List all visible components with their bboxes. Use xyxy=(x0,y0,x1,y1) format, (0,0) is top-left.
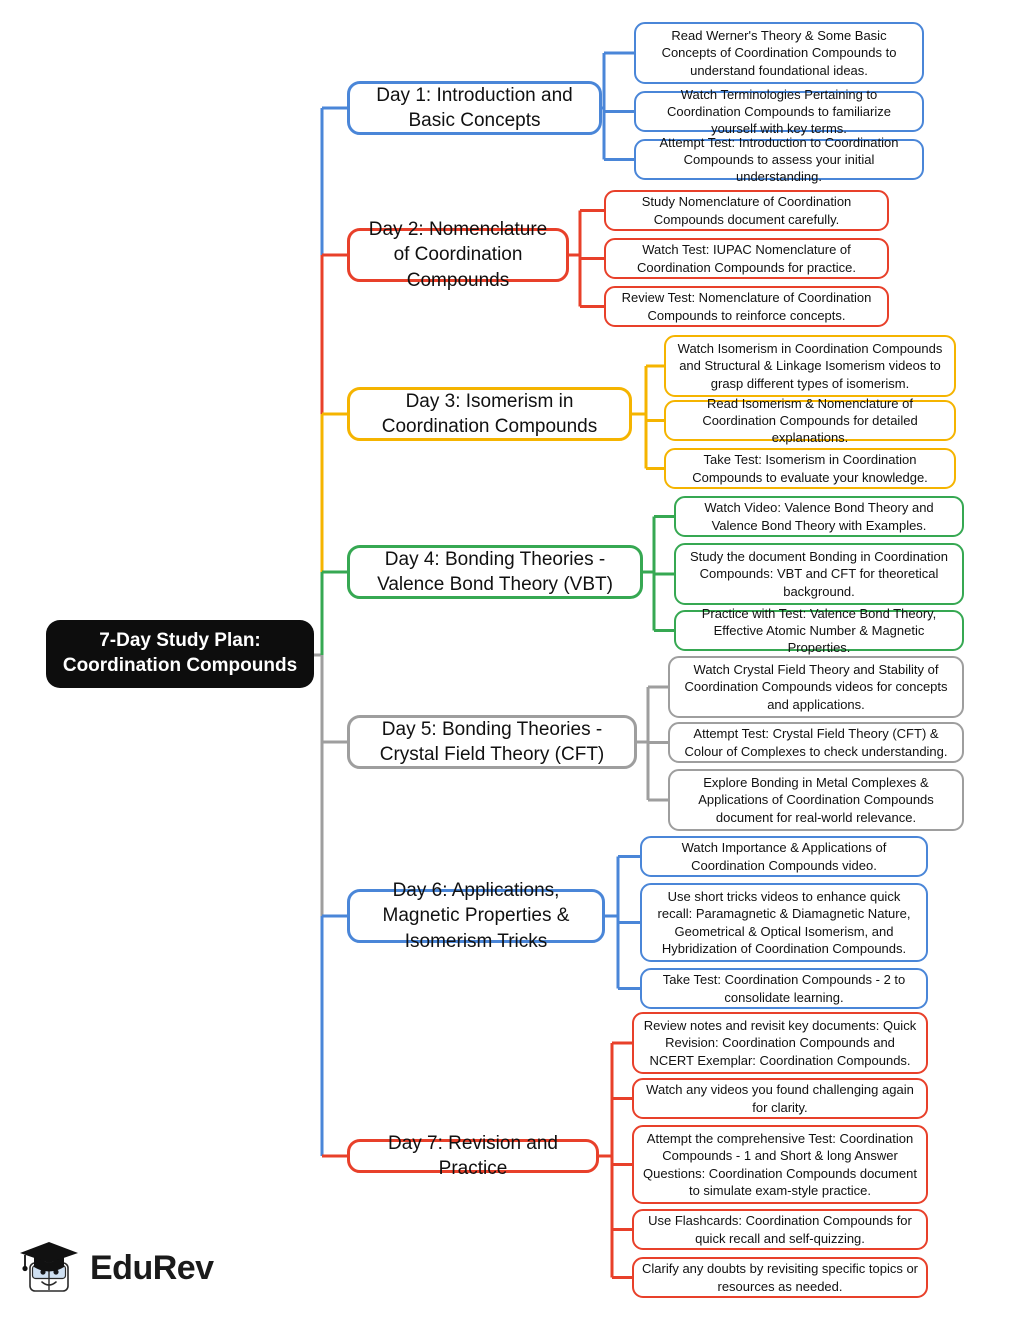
leaf-node-4-1[interactable]: Watch Video: Valence Bond Theory and Val… xyxy=(674,496,964,537)
leaf-node-7-4[interactable]: Use Flashcards: Coordination Compounds f… xyxy=(632,1209,928,1250)
leaf-node-6-3[interactable]: Take Test: Coordination Compounds - 2 to… xyxy=(640,968,928,1009)
leaf-node-6-1[interactable]: Watch Importance & Applications of Coord… xyxy=(640,836,928,877)
leaf-node-5-2[interactable]: Attempt Test: Crystal Field Theory (CFT)… xyxy=(668,722,964,763)
leaf-node-6-2[interactable]: Use short tricks videos to enhance quick… xyxy=(640,883,928,962)
leaf-node-1-1[interactable]: Read Werner's Theory & Some Basic Concep… xyxy=(634,22,924,84)
leaf-node-7-5[interactable]: Clarify any doubts by revisiting specifi… xyxy=(632,1257,928,1298)
leaf-node-7-2[interactable]: Watch any videos you found challenging a… xyxy=(632,1078,928,1119)
edurev-wordmark: EduRev xyxy=(90,1248,214,1287)
leaf-node-7-1[interactable]: Review notes and revisit key documents: … xyxy=(632,1012,928,1074)
graduation-cap-book-icon xyxy=(18,1236,82,1300)
edurev-logo: EduRev xyxy=(18,1233,233,1303)
leaf-node-5-3[interactable]: Explore Bonding in Metal Complexes & App… xyxy=(668,769,964,831)
leaf-node-3-1[interactable]: Watch Isomerism in Coordination Compound… xyxy=(664,335,956,397)
root-node[interactable]: 7-Day Study Plan:Coordination Compounds xyxy=(46,620,314,688)
leaf-node-1-2[interactable]: Watch Terminologies Pertaining to Coordi… xyxy=(634,87,924,136)
day-node-2[interactable]: Day 2: Nomenclature of Coordination Comp… xyxy=(347,219,569,291)
day-node-5[interactable]: Day 5: Bonding Theories - Crystal Field … xyxy=(347,715,637,769)
leaf-node-3-3[interactable]: Take Test: Isomerism in Coordination Com… xyxy=(664,448,956,489)
leaf-node-3-2[interactable]: Read Isomerism & Nomenclature of Coordin… xyxy=(664,396,956,445)
leaf-node-4-2[interactable]: Study the document Bonding in Coordinati… xyxy=(674,543,964,605)
leaf-node-2-1[interactable]: Study Nomenclature of Coordination Compo… xyxy=(604,190,889,231)
day-node-4[interactable]: Day 4: Bonding Theories - Valence Bond T… xyxy=(347,545,643,599)
leaf-node-2-2[interactable]: Watch Test: IUPAC Nomenclature of Coordi… xyxy=(604,238,889,279)
leaf-node-4-3[interactable]: Practice with Test: Valence Bond Theory,… xyxy=(674,606,964,655)
day-node-1[interactable]: Day 1: Introduction and Basic Concepts xyxy=(347,81,602,135)
leaf-node-1-3[interactable]: Attempt Test: Introduction to Coordinati… xyxy=(634,135,924,184)
day-node-3[interactable]: Day 3: Isomerism in Coordination Compoun… xyxy=(347,387,632,441)
day-node-7[interactable]: Day 7: Revision and Practice xyxy=(347,1133,599,1179)
day-node-6[interactable]: Day 6: Applications, Magnetic Properties… xyxy=(347,880,605,952)
leaf-node-5-1[interactable]: Watch Crystal Field Theory and Stability… xyxy=(668,656,964,718)
leaf-node-2-3[interactable]: Review Test: Nomenclature of Coordinatio… xyxy=(604,286,889,327)
leaf-node-7-3[interactable]: Attempt the comprehensive Test: Coordina… xyxy=(632,1125,928,1204)
